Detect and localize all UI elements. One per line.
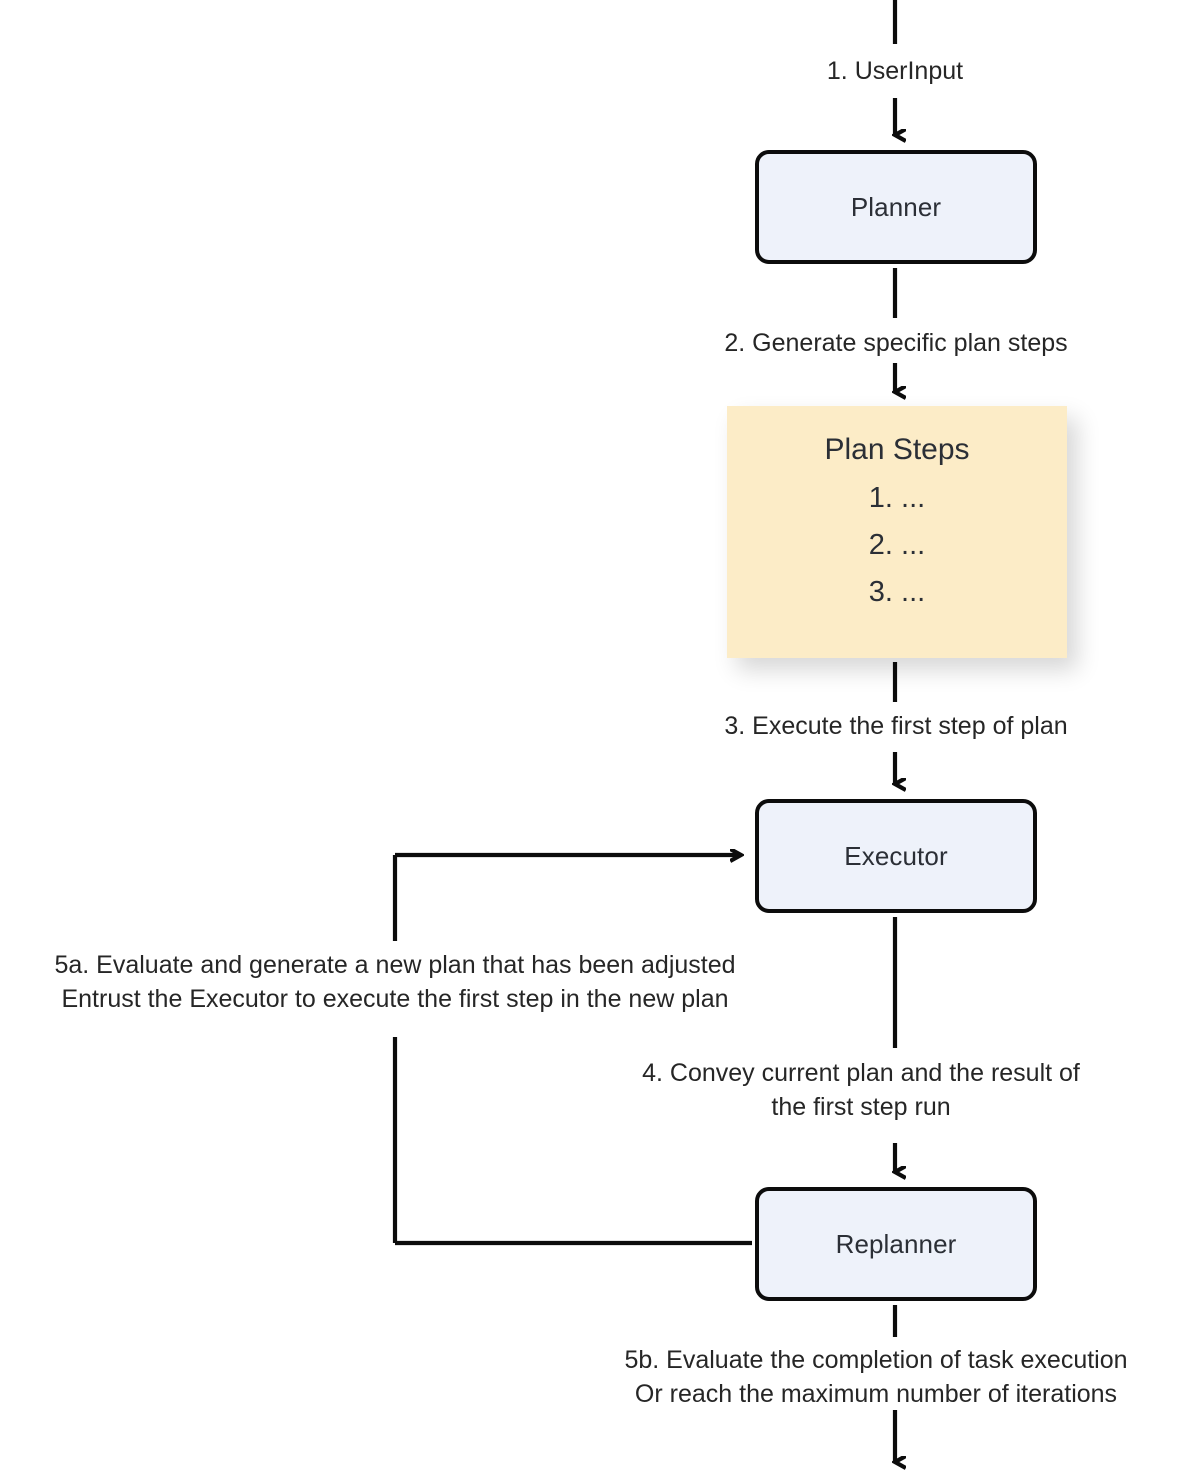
edge-label-finish: 5b. Evaluate the completion of task exec… (560, 1343, 1192, 1411)
node-plan-steps-note[interactable]: Plan Steps 1. ... 2. ... 3. ... (727, 406, 1067, 658)
plan-step-item: 1. ... (868, 482, 926, 515)
node-replanner[interactable]: Replanner (755, 1187, 1037, 1301)
edge-label-user-input: 1. UserInput (826, 57, 964, 85)
node-planner[interactable]: Planner (755, 150, 1037, 264)
plan-step-item: 2. ... (868, 529, 926, 562)
node-replanner-label: Replanner (835, 1229, 957, 1259)
node-planner-label: Planner (850, 192, 942, 222)
edge-label-execute-first: 3. Execute the first step of plan (724, 712, 1068, 740)
edge-label-convey-result-line2: the first step run (771, 1093, 951, 1121)
edge-label-replan-loop-line2: Entrust the Executor to execute the firs… (61, 985, 729, 1013)
edge-label-convey-result-line1: 4. Convey current plan and the result of (642, 1059, 1080, 1087)
edge-label-replan-loop: 5a. Evaluate and generate a new plan tha… (2, 948, 788, 1016)
edge-label-convey-result: 4. Convey current plan and the result of… (566, 1056, 1156, 1124)
plan-step-item: 3. ... (868, 576, 926, 609)
edge-label-finish-line2: Or reach the maximum number of iteration… (634, 1380, 1118, 1408)
edge-label-replan-loop-line1: 5a. Evaluate and generate a new plan tha… (54, 951, 736, 979)
node-executor[interactable]: Executor (755, 799, 1037, 913)
edge-label-generate-plan: 2. Generate specific plan steps (724, 329, 1068, 357)
edge-label-finish-line1: 5b. Evaluate the completion of task exec… (624, 1346, 1128, 1374)
node-executor-label: Executor (844, 841, 948, 871)
plan-steps-title: Plan Steps (824, 433, 970, 466)
